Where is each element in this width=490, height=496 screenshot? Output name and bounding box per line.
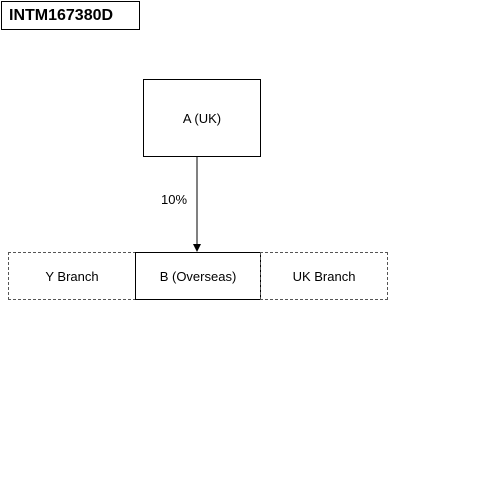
entity-a-label: A (UK) xyxy=(182,110,222,126)
uk-branch-label: UK Branch xyxy=(292,268,356,284)
y-branch-label: Y Branch xyxy=(45,268,99,284)
entity-b-overseas-box: B (Overseas) xyxy=(135,252,261,300)
ownership-arrowhead xyxy=(193,244,201,252)
uk-branch-box: UK Branch xyxy=(260,252,388,300)
y-branch-box: Y Branch xyxy=(8,252,136,300)
entity-b-label: B (Overseas) xyxy=(159,268,237,284)
ownership-percentage: 10% xyxy=(161,192,188,207)
entity-a-uk-box: A (UK) xyxy=(143,79,261,157)
reference-label: INTM167380D xyxy=(1,1,140,30)
